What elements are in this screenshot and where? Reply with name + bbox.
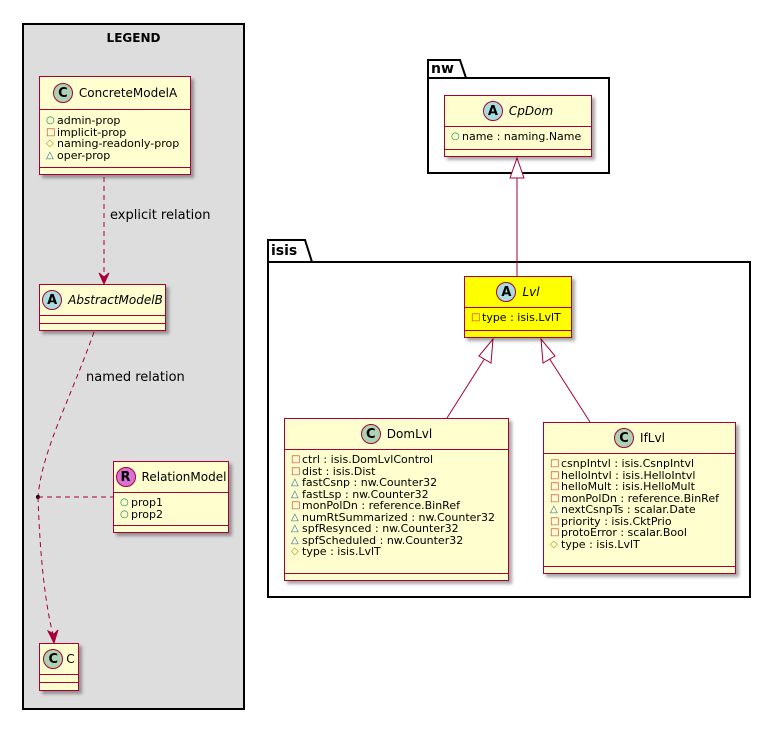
- attribute: ○prop1: [120, 496, 163, 509]
- class-stereotype-icon: C: [43, 649, 64, 669]
- class-name: ConcreteModelA: [78, 86, 178, 100]
- legend-title: LEGEND: [106, 31, 161, 45]
- class-iflvl[interactable]: C IfLvl □csnpIntvl : isis.CsnpIntvl □hel…: [543, 422, 736, 574]
- class-domlvl[interactable]: C DomLvl □ctrl : isis.DomLvlControl □dis…: [284, 418, 509, 581]
- class-lvl[interactable]: A Lvl □type : isis.LvlT: [464, 276, 572, 338]
- class-name: DomLvl: [386, 427, 433, 441]
- abstract-stereotype-icon: A: [42, 290, 63, 310]
- class-c[interactable]: C C: [39, 643, 79, 691]
- attribute: □helloIntvl : isis.HelloIntvl: [550, 468, 696, 482]
- class-name: CpDom: [508, 104, 554, 118]
- class-cpdom[interactable]: A CpDom ○name : naming.Name: [444, 95, 592, 157]
- attribute: △numRtSummarized : nw.Counter32: [291, 510, 495, 524]
- attribute: ◇naming-readonly-prop: [46, 137, 180, 150]
- attribute: △fastCsnp : nw.Counter32: [291, 476, 438, 489]
- class-stereotype-icon: C: [52, 83, 73, 103]
- class-abstract-model-b[interactable]: A AbstractModelB: [39, 284, 166, 331]
- attribute: ○admin-prop: [46, 114, 121, 127]
- attribute: □monPolDn : reference.BinRef: [291, 499, 460, 512]
- attribute: ○prop2: [120, 507, 163, 521]
- class-relation-model[interactable]: R RelationModel ○prop1 ○prop2: [113, 461, 229, 533]
- class-concrete-model-a[interactable]: C ConcreteModelA ○admin-prop □implicit-p…: [39, 76, 191, 175]
- attribute: □dist : isis.Dist: [291, 464, 376, 478]
- class-stereotype-icon: C: [360, 424, 381, 444]
- attribute: □csnpIntvl : isis.CsnpIntvl: [550, 457, 695, 470]
- attribute: △oper-prop: [46, 148, 111, 162]
- class-name: C: [66, 652, 75, 666]
- class-name: Lvl: [522, 285, 540, 299]
- explicit-relation-label: explicit relation: [110, 208, 211, 223]
- abstract-stereotype-icon: A: [482, 101, 503, 121]
- class-name: AbstractModelB: [68, 293, 163, 307]
- attribute: □monPolDn : reference.BinRef: [550, 491, 719, 505]
- attribute: □priority : isis.CktPrio: [550, 514, 672, 528]
- attribute: □implicit-prop: [46, 125, 127, 139]
- attribute: □ctrl : isis.DomLvlControl: [291, 453, 434, 466]
- attribute: △fastLsp : nw.Counter32: [291, 487, 429, 501]
- class-name: IfLvl: [640, 431, 665, 445]
- domlvl-extends-lvl: [446, 357, 486, 419]
- attribute: □protoError : scalar.Bool: [550, 526, 687, 539]
- class-name: RelationModel: [141, 470, 227, 484]
- named-relation-line: [37, 331, 95, 498]
- attribute: ○name : naming.Name: [451, 130, 582, 143]
- attribute: ◇type : isis.LvlT: [291, 545, 381, 558]
- attribute: △spfScheduled : nw.Counter32: [291, 533, 464, 547]
- class-stereotype-icon: C: [614, 428, 635, 448]
- package-nw-label: nw: [431, 61, 454, 77]
- attribute: ◇type : isis.LvlT: [550, 537, 640, 551]
- iflvl-extends-lvl: [548, 357, 591, 423]
- attribute: △nextCsnpTs : scalar.Date: [550, 503, 696, 516]
- attribute: □type : isis.LvlT: [471, 311, 561, 324]
- abstract-stereotype-icon: A: [496, 282, 517, 302]
- attribute: △spfResynced : nw.Counter32: [291, 522, 459, 535]
- relation-stereotype-icon: R: [115, 467, 136, 487]
- package-isis-label: isis: [271, 243, 298, 259]
- named-relation-label: named relation: [86, 370, 185, 385]
- attribute: □helloMult : isis.HelloMult: [550, 480, 695, 493]
